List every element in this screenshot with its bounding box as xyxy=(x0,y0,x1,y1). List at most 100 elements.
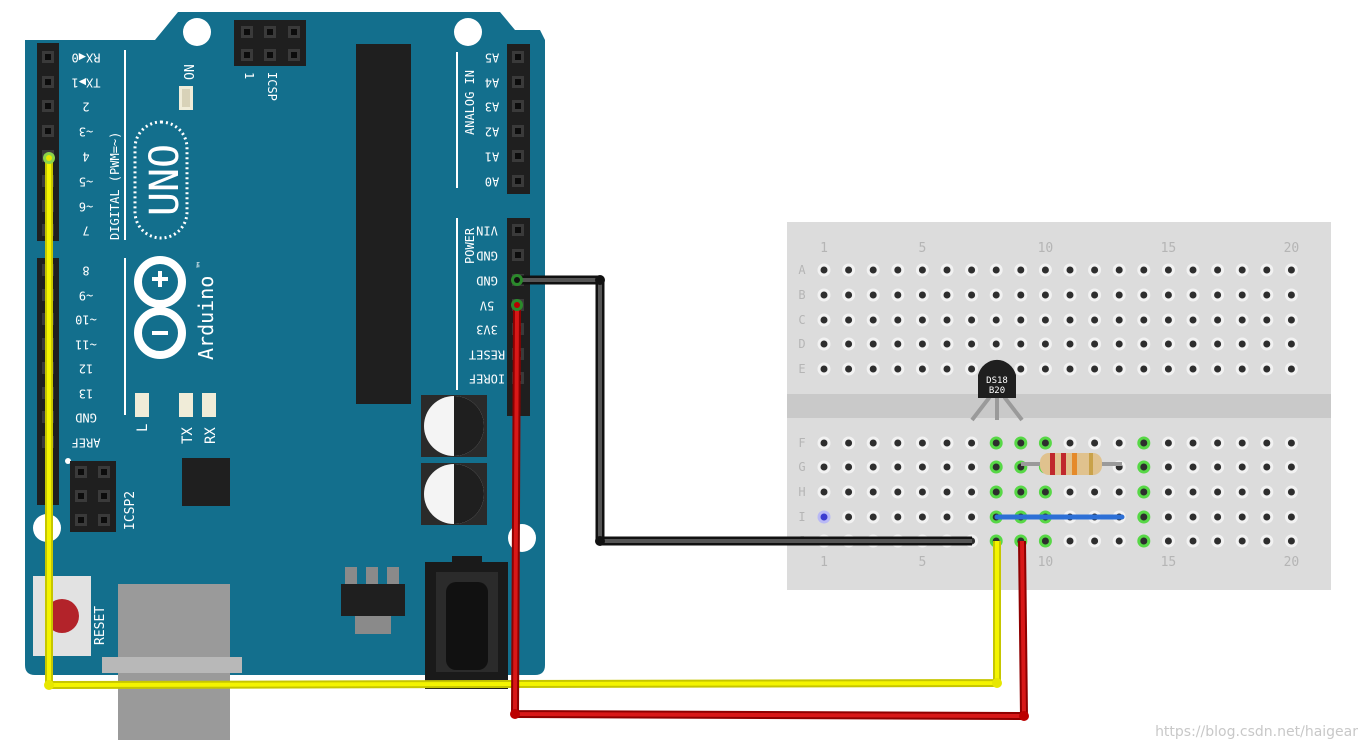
digital-pin-label: ~10 xyxy=(75,313,97,327)
wire-connection-points xyxy=(43,152,523,311)
digital-pin-label: 7 xyxy=(82,224,89,238)
led-rx-label: RX xyxy=(203,427,219,444)
analog-pin-label: A0 xyxy=(485,175,499,189)
digital-pin-label: 8 xyxy=(82,264,89,278)
power-pin-label: IOREF xyxy=(469,372,505,386)
icsp2-pin-hole xyxy=(75,490,87,502)
mounting-hole xyxy=(454,18,482,46)
sensor-label-line1: DS18 xyxy=(986,376,1008,386)
usb-chip xyxy=(182,458,230,506)
analog-label: ANALOG IN xyxy=(463,70,477,135)
arduino-infinity-logo xyxy=(134,256,186,359)
breadboard-column-label: 5 xyxy=(918,241,926,256)
sensor-label-line2: B20 xyxy=(989,386,1005,396)
analog-pin-label: A5 xyxy=(485,51,499,65)
icsp-pin-hole xyxy=(241,49,253,61)
wire-ground xyxy=(517,275,972,546)
power-pin-label: GND xyxy=(476,274,498,288)
mounting-hole xyxy=(183,18,211,46)
dc-power-jack xyxy=(425,556,508,689)
icsp2-pin-hole xyxy=(75,466,87,478)
voltage-regulator xyxy=(341,567,405,634)
brand-text: Arduino xyxy=(194,276,218,360)
digital-pin-hole xyxy=(42,51,54,63)
analog-pin-hole xyxy=(512,76,524,88)
icsp-label: ICSP xyxy=(265,72,279,101)
icsp2-pin-hole xyxy=(98,466,110,478)
sensor-body xyxy=(978,359,1016,398)
icsp2-label: ICSP2 xyxy=(123,491,138,530)
led-tx-label: TX xyxy=(180,427,196,444)
ds18b20-sensor: DS18 B20 xyxy=(970,359,1024,422)
digital-pin-label: GND xyxy=(75,411,97,425)
analog-pin-label: A1 xyxy=(485,150,499,164)
analog-pin-label: A3 xyxy=(485,100,499,114)
digital-pin-label: ~6 xyxy=(79,200,93,214)
trademark-text: ™ xyxy=(196,262,207,268)
digital-pin-hole xyxy=(42,100,54,112)
icsp-pin-holes xyxy=(241,26,300,61)
board-body xyxy=(25,12,545,675)
digital-pin-label: ~9 xyxy=(79,289,93,303)
analog-header xyxy=(507,44,530,194)
digital-pin-label: 2 xyxy=(82,100,89,114)
icsp2-pin1-dot xyxy=(65,458,71,464)
wire-signal xyxy=(44,158,1002,690)
breadboard-row-label: H xyxy=(798,485,805,499)
digital-pin-label: 4 xyxy=(82,150,89,164)
power-label: POWER xyxy=(463,227,477,264)
digital-pin-hole xyxy=(42,125,54,137)
capacitor xyxy=(421,463,487,525)
icsp-pin1-label: 1 xyxy=(242,72,256,79)
power-pin-label: RESET xyxy=(469,348,505,362)
breadboard-column-label: 5 xyxy=(918,555,926,570)
icsp-pin-hole xyxy=(264,26,276,38)
watermark: https://blog.csdn.net/haigear xyxy=(1155,724,1358,740)
icsp-pin-hole xyxy=(264,49,276,61)
breadboard-row-label: F xyxy=(798,436,805,450)
breadboard-row-label: D xyxy=(798,337,805,351)
uno-logo-frame xyxy=(133,120,189,240)
digital-pin-hole xyxy=(42,76,54,88)
power-pin-hole xyxy=(512,249,524,261)
icsp2-pin-hole xyxy=(75,514,87,526)
breadboard-center-channel xyxy=(787,394,1331,418)
breadboard-row-label: E xyxy=(798,362,805,376)
analog-pin-label: A2 xyxy=(485,125,499,139)
icsp2-pin-hole xyxy=(98,490,110,502)
icsp-pin-hole xyxy=(288,26,300,38)
on-label: ON xyxy=(183,64,198,80)
reset-label: RESET xyxy=(93,606,108,645)
digital-pin-label: ~3 xyxy=(79,125,93,139)
breadboard-row-label: G xyxy=(798,460,805,474)
power-pin-label: GND xyxy=(476,249,498,263)
breadboard-row-label: I xyxy=(798,510,805,524)
wire-power xyxy=(510,304,1029,721)
icsp-pin-hole xyxy=(241,26,253,38)
analog-pin-holes xyxy=(512,51,524,187)
analog-pin-hole xyxy=(512,175,524,187)
digital-pin-label: RX◀0 xyxy=(72,51,101,65)
power-pin-hole xyxy=(512,224,524,236)
uno-logo-text: UNO xyxy=(142,144,188,216)
analog-pin-hole xyxy=(512,150,524,162)
digital-pin-label: 12 xyxy=(79,362,93,376)
breadboard-column-label: 20 xyxy=(1284,241,1300,256)
resistor xyxy=(1021,453,1122,475)
breadboard-column-label: 15 xyxy=(1161,241,1177,256)
breadboard-column-label: 1 xyxy=(820,241,828,256)
digital-pin-label: 13 xyxy=(79,387,93,401)
breadboard-column-label: 20 xyxy=(1284,555,1300,570)
breadboard-row-label: B xyxy=(798,288,805,302)
icsp2-pin-holes xyxy=(75,466,110,526)
analog-pin-hole xyxy=(512,125,524,137)
digital-pin-label: AREF xyxy=(72,436,101,450)
led-rx xyxy=(202,393,216,417)
